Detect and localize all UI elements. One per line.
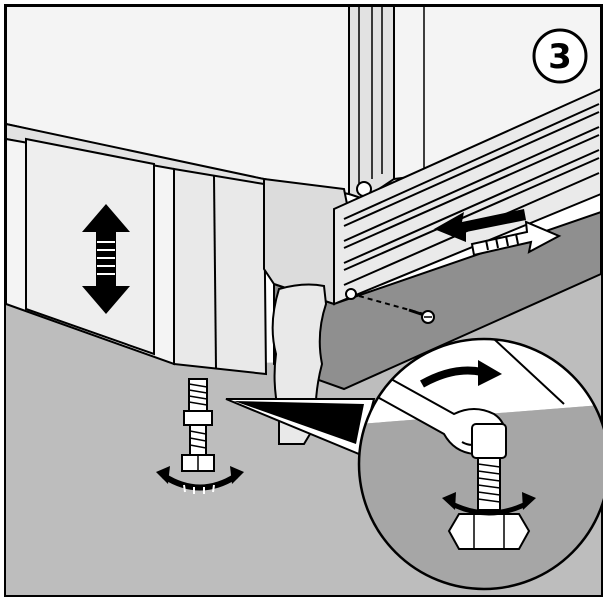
magnifier-pointer-shadow: [234, 401, 364, 444]
rotation-arrow-icon: [156, 466, 244, 494]
step-number-badge: 3: [532, 28, 588, 84]
screw-icon: [408, 308, 435, 324]
appliance-leg-block: [173, 167, 268, 376]
cabinet-recess: [25, 137, 155, 356]
grille-screw-hole: [345, 288, 357, 300]
step-number-label: 3: [548, 37, 572, 77]
slide-arrow-icon: [434, 209, 562, 257]
ventilation-grille: [333, 87, 602, 306]
height-adjust-arrow-icon: [82, 204, 130, 314]
adjustable-foot: [181, 378, 215, 472]
turn-arrow-icon: [420, 360, 502, 388]
leg-block-edge: [213, 175, 217, 370]
magnified-rotation-arrow-icon: [442, 492, 536, 516]
diagram-illustration: 3: [4, 4, 603, 597]
grille-slats: [343, 103, 600, 286]
